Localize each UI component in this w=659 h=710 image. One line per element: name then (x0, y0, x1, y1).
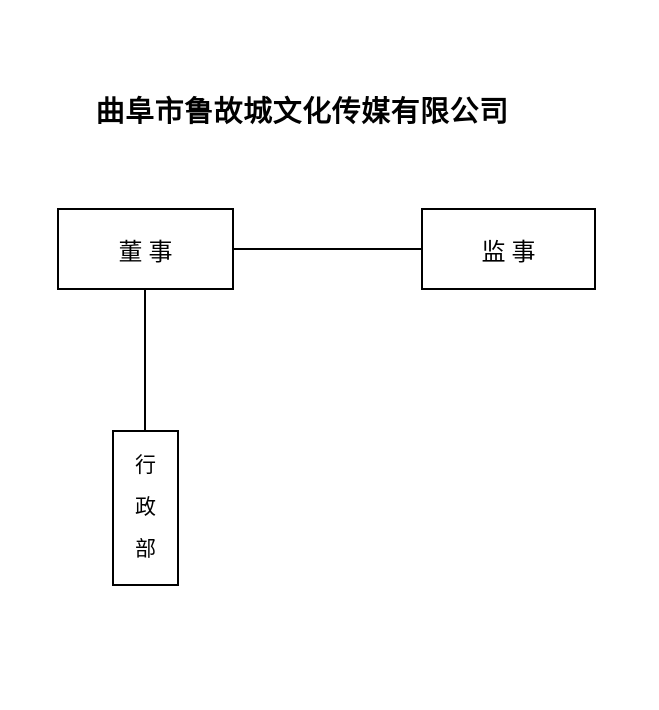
org-node-supervisor: 监事 (421, 208, 596, 290)
org-node-director: 董事 (57, 208, 234, 290)
connector-director-supervisor (234, 248, 421, 250)
org-node-admin-dept-char: 政 (135, 495, 156, 519)
connector-director-admin-dept (144, 290, 146, 430)
org-node-admin-dept: 行 政 部 (112, 430, 179, 586)
page-title: 曲阜市鲁故城文化传媒有限公司 (96, 96, 510, 128)
org-node-director-label: 董事 (118, 239, 179, 266)
org-node-supervisor-label: 监事 (481, 239, 542, 266)
org-node-admin-dept-char: 部 (135, 537, 156, 561)
org-node-admin-dept-char: 行 (135, 453, 156, 477)
